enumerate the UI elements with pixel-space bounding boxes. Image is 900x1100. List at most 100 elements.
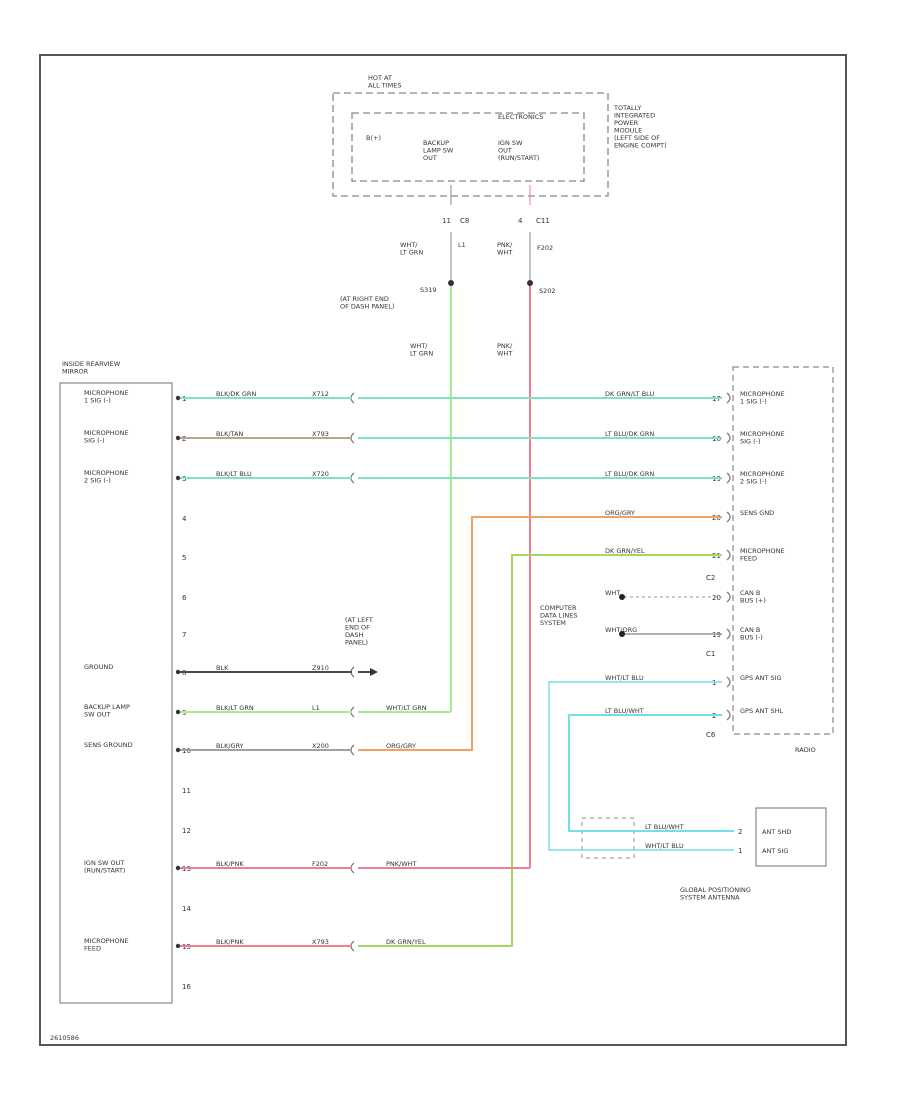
mirror-wire-circuit: F202 bbox=[312, 860, 328, 868]
mirror-wire-color: BLK/DK GRN bbox=[216, 390, 256, 398]
radio-wire-color: DK GRN/YEL bbox=[605, 547, 645, 555]
radio-wire-color: LT BLU/DK GRN bbox=[605, 430, 654, 438]
tipm-electronics-label: ELECTRONICS bbox=[498, 113, 543, 121]
connector-symbol bbox=[726, 591, 731, 603]
tipm-conn-right: C11 bbox=[536, 217, 550, 225]
mirror-pin-number: 11 bbox=[182, 787, 191, 795]
mirror-pin-dot bbox=[175, 435, 181, 441]
tipm-bplus-label: B(+) bbox=[366, 134, 381, 142]
diagram-frame bbox=[39, 54, 847, 1046]
mirror-pin-number: 12 bbox=[182, 827, 191, 835]
radio-wire-color: ORG/GRY bbox=[605, 509, 635, 517]
radio-wire-color: WHT bbox=[605, 589, 620, 597]
gps-wire-color: LT BLU/WHT bbox=[645, 823, 684, 831]
wire-sens-ground bbox=[358, 516, 722, 751]
tipm-pin-right: 4 bbox=[518, 217, 523, 225]
gps-wire-color: WHT/LT BLU bbox=[645, 842, 684, 850]
mirror-wire-circuit: L1 bbox=[312, 704, 320, 712]
mirror-wire-color: BLK bbox=[216, 664, 229, 672]
mirror-pin-dot bbox=[175, 709, 181, 715]
pigtail-mic-label: DK GRN/YEL bbox=[386, 938, 426, 946]
mirror-pin-number: 7 bbox=[182, 631, 186, 639]
radio-conn-c2: C2 bbox=[706, 574, 715, 582]
radio-wire-color: LT BLU/DK GRN bbox=[605, 470, 654, 478]
splice-s202 bbox=[527, 280, 533, 286]
mirror-wire-circuit: X720 bbox=[312, 470, 329, 478]
mirror-pin-number: 14 bbox=[182, 905, 191, 913]
can-minus-endpoint bbox=[619, 631, 625, 637]
mirror-pin-number: 5 bbox=[182, 554, 186, 562]
radio-pin-label: SENS GND bbox=[740, 509, 774, 517]
mirror-wire-circuit: X793 bbox=[312, 938, 329, 946]
mirror-pin-number: 6 bbox=[182, 594, 187, 602]
footer-code: 2610586 bbox=[50, 1034, 79, 1042]
mirror-pin-number: 4 bbox=[182, 515, 187, 523]
radio-pin-label: GPS ANT SHL bbox=[740, 707, 784, 715]
wire-right-color: PNK/WHT bbox=[497, 241, 513, 256]
radio-wire-color: DK GRN/LT BLU bbox=[605, 390, 654, 398]
mirror-wire-circuit: X712 bbox=[312, 390, 329, 398]
radio-pin-label: GPS ANT SIG bbox=[740, 674, 782, 682]
wire-ign-out: PNK/WHT F202 S202 PNK/WHT bbox=[497, 185, 556, 868]
radio-pin-number: 20 bbox=[712, 594, 721, 602]
connector-symbol bbox=[726, 676, 731, 688]
mirror-wire-circuit: X793 bbox=[312, 430, 329, 438]
tipm-pin-left: 11 bbox=[442, 217, 451, 225]
mirror-wire-color: BLK/GRY bbox=[216, 742, 244, 750]
radio-title: RADIO bbox=[795, 746, 816, 754]
mirror-wire-circuit: Z910 bbox=[312, 664, 329, 672]
connector-symbol bbox=[726, 628, 731, 640]
radio-module: RADIO bbox=[732, 366, 834, 754]
mirror-wire-color: BLK/LT GRN bbox=[216, 704, 254, 712]
connector-symbol bbox=[726, 511, 731, 523]
radio-wire-color: WHT/ORG bbox=[605, 626, 637, 634]
gps-pin-number: 1 bbox=[738, 847, 742, 855]
connector-symbol bbox=[726, 549, 731, 561]
mirror-wire-circuit: X200 bbox=[312, 742, 329, 750]
mirror-pin-dot bbox=[175, 669, 181, 675]
mirror-wire-color: BLK/TAN bbox=[216, 430, 243, 438]
wire-right-color-2: PNK/WHT bbox=[497, 342, 513, 357]
pigtail-ign-label: PNK/WHT bbox=[386, 860, 417, 868]
gps-pin-number: 2 bbox=[738, 828, 742, 836]
pigtail-sens-label: ORG/GRY bbox=[386, 742, 416, 750]
connector-symbol bbox=[726, 432, 731, 444]
wire-gps-shield bbox=[568, 714, 734, 832]
can-plus-endpoint bbox=[619, 594, 625, 600]
mirror-wire-color: BLK/PNK bbox=[216, 938, 244, 946]
radio-pin-number: 19 bbox=[712, 631, 721, 639]
mirror-pin-dot bbox=[175, 747, 181, 753]
gps-pin-label: ANT SHD bbox=[762, 828, 791, 836]
mirror-pin-dot bbox=[175, 943, 181, 949]
radio-wire-color: LT BLU/WHT bbox=[605, 707, 644, 715]
mirror-pin-dot bbox=[175, 865, 181, 871]
connector-symbol bbox=[726, 392, 731, 404]
splice-s319 bbox=[448, 280, 454, 286]
mirror-wire-color: BLK/LT BLU bbox=[216, 470, 252, 478]
wire-left-circ: L1 bbox=[458, 241, 466, 249]
wire-left-color-2: WHT/LT GRN bbox=[410, 342, 433, 357]
radio-conn-c6: C6 bbox=[706, 731, 716, 739]
mirror-pin-number: 16 bbox=[182, 983, 191, 991]
wire-gps-sig bbox=[548, 681, 734, 851]
tipm-conn-left: C8 bbox=[460, 217, 469, 225]
wire-right-circ: F202 bbox=[537, 244, 553, 252]
